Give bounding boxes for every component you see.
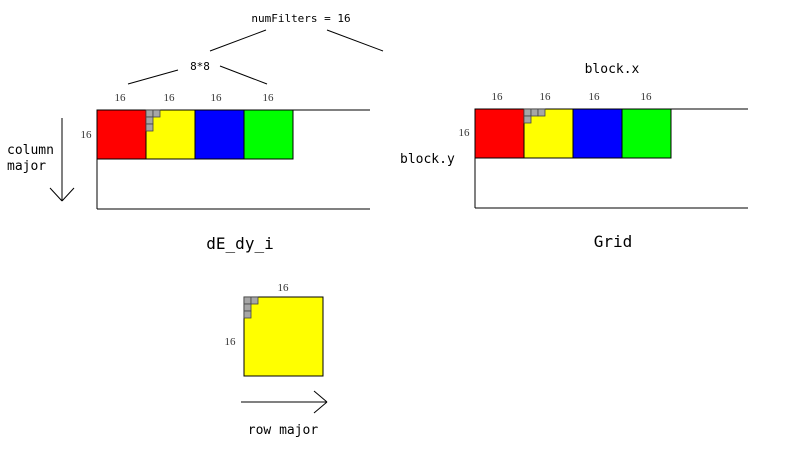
column-major-label-line1: column: [7, 143, 54, 158]
left-thread-cell: [145, 123, 154, 132]
dim-label-right-1: 16: [492, 91, 504, 103]
group-branch-right: [219, 65, 268, 85]
bottom-block-yellow: [243, 296, 324, 377]
num-filters-label: numFilters = 16: [251, 12, 350, 25]
block-x-label: block.x: [585, 62, 640, 77]
column-major-label-line2: major: [7, 159, 46, 174]
left-thread-cell: [145, 109, 154, 118]
right-thread-cell: [523, 108, 532, 117]
dim-label-left-3: 16: [211, 92, 223, 104]
right-block-red: [474, 108, 525, 159]
tree-branch-right: [326, 29, 384, 52]
left-panel-title: dE_dy_i: [206, 234, 273, 253]
dim-label-right-2: 16: [540, 91, 552, 103]
right-thread-cell: [530, 108, 539, 117]
left-block-blue: [194, 109, 245, 160]
bottom-thread-cell: [243, 310, 252, 319]
bottom-thread-cell: [243, 296, 252, 305]
bottom-thread-cell: [243, 303, 252, 312]
right-panel: block.x block.y 16 16 16 16 16 Grid: [400, 62, 748, 251]
dim-label-left-4: 16: [263, 92, 275, 104]
row-major-arrow: [241, 390, 328, 414]
bottom-block-detail: 16 16 row major: [225, 282, 328, 438]
row-major-label: row major: [248, 423, 319, 438]
dim-label-left-1: 16: [115, 92, 127, 104]
right-block-green: [621, 108, 672, 159]
left-thread-cell: [152, 109, 161, 118]
left-block-yellow: [145, 109, 196, 160]
left-block-red: [96, 109, 147, 160]
dim-label-bottom-height: 16: [225, 336, 237, 348]
dim-label-right-row: 16: [459, 127, 471, 139]
tree-branch-left: [209, 29, 267, 52]
column-major-arrow: [49, 118, 75, 202]
dim-label-left-row: 16: [81, 129, 93, 141]
right-thread-cell: [537, 108, 546, 117]
left-thread-cell: [145, 116, 154, 125]
dim-label-bottom-width: 16: [278, 282, 290, 294]
left-block-green: [243, 109, 294, 160]
right-block-blue: [572, 108, 623, 159]
group-size-label: 8*8: [190, 60, 210, 73]
dim-label-left-2: 16: [164, 92, 176, 104]
right-thread-cell: [523, 115, 532, 124]
left-panel: 16 16 16 16 16 column major dE_dy_i: [7, 92, 370, 253]
dim-label-right-3: 16: [589, 91, 601, 103]
group-branch-left: [127, 69, 179, 85]
dim-label-right-4: 16: [641, 91, 653, 103]
right-block-yellow: [523, 108, 574, 159]
right-panel-title: Grid: [594, 232, 633, 251]
bottom-thread-cell: [250, 296, 259, 305]
block-y-label: block.y: [400, 152, 455, 167]
